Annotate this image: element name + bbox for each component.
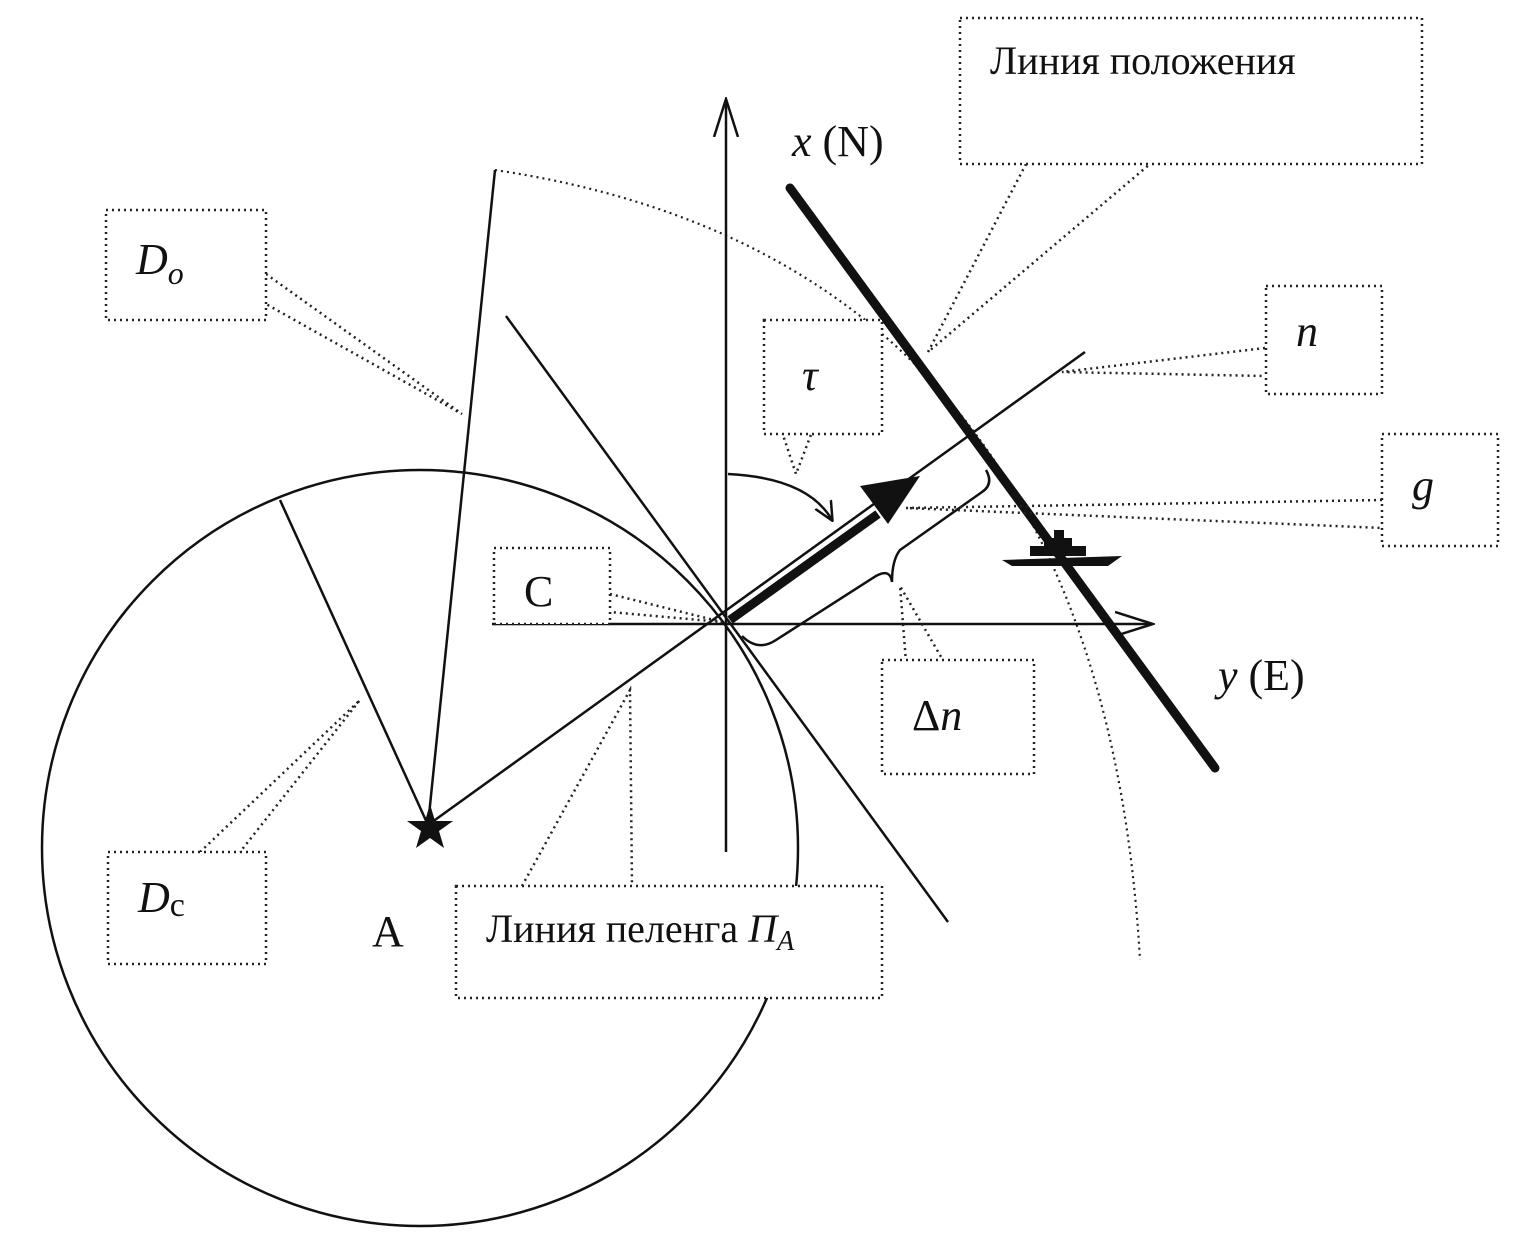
position-line-box (958, 16, 1424, 166)
c-label: C (524, 567, 553, 616)
gradient-arrowhead (860, 476, 920, 524)
tau-box (762, 318, 884, 436)
dc-box (106, 850, 268, 966)
x-axis-var: x (791, 117, 812, 166)
y-axis-var: y (1214, 651, 1238, 700)
position-line (785, 183, 1220, 773)
bearing-line-label: Линия пеленга ПA (486, 906, 795, 957)
n-box (1264, 284, 1384, 396)
dc-main: D (137, 873, 170, 922)
do-box (104, 208, 268, 322)
a-label: A (372, 907, 404, 956)
g-label: g (1412, 461, 1434, 510)
star-icon (407, 804, 453, 848)
bearing-sym: П (747, 906, 779, 951)
delta-n-label: Δn (912, 691, 962, 740)
x-axis-dir: (N) (812, 117, 884, 166)
dc-leader (199, 699, 361, 853)
c-leader (609, 592, 723, 624)
gradient-vector (727, 510, 881, 624)
n-leader (1061, 346, 1266, 378)
g-leader (905, 498, 1383, 530)
do-sub: o (168, 255, 184, 291)
dc-sub: c (170, 887, 185, 924)
n-label: n (1296, 307, 1318, 356)
do-radius-line (426, 169, 497, 826)
bearing-line-text: Линия пеленга (486, 906, 748, 951)
c-box (492, 546, 612, 626)
dc-label: Dc (137, 873, 185, 924)
delta-n-brace (741, 469, 991, 647)
x-axis-label: x (N) (791, 117, 884, 166)
g-box (1380, 432, 1500, 548)
bearing-line-box (454, 884, 884, 1000)
do-label: Do (135, 235, 184, 291)
delta-n-var: n (940, 691, 962, 740)
ship-icon (1002, 530, 1122, 566)
tau-label: τ (802, 351, 820, 400)
y-axis-label: y (E) (1214, 651, 1305, 700)
delta-n-leader (898, 585, 946, 663)
position-line-leader (926, 163, 1151, 353)
tau-leader (780, 431, 814, 478)
do-leader (265, 272, 463, 416)
position-line-label: Линия положения (990, 38, 1296, 83)
do-main: D (135, 235, 168, 284)
bearing-leader (520, 685, 634, 887)
delta-n-sym: Δ (912, 691, 940, 740)
bearing-line (427, 350, 1086, 827)
dc-radius-line (278, 499, 430, 826)
y-axis-dir: (E) (1238, 651, 1305, 700)
bearing-sub: A (775, 926, 795, 957)
distance-circle (40, 468, 800, 1228)
tau-arc (727, 472, 832, 520)
delta-n-box (880, 658, 1036, 776)
